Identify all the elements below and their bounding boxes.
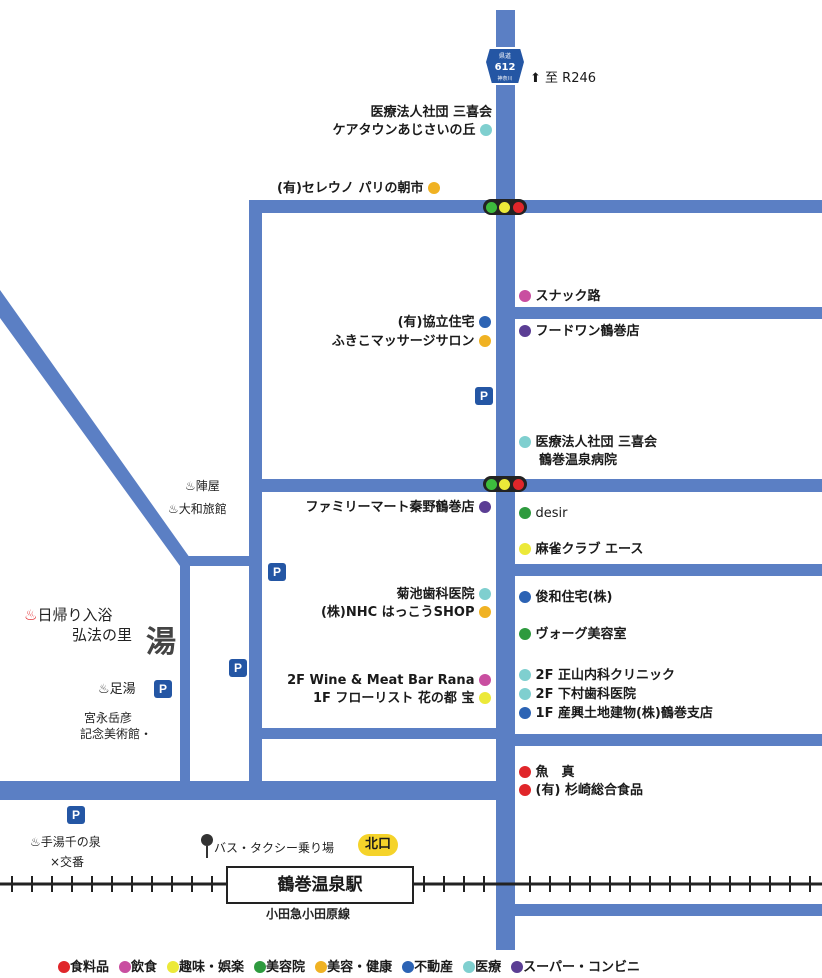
- parking-icon: P: [229, 659, 247, 677]
- parking-icon: P: [475, 387, 493, 405]
- legend-dot-icon: [511, 961, 524, 973]
- legend-item: 美容院: [254, 960, 305, 975]
- legend-dot-icon: [254, 961, 267, 973]
- legend-item: 食料品: [58, 960, 109, 975]
- north-exit-badge: 北口: [358, 834, 398, 856]
- place-sanko: 1F 産興土地建物(株)鶴巻支店: [519, 705, 713, 723]
- bus-stop-icon: [201, 834, 213, 858]
- place-desir: desir: [519, 505, 568, 523]
- realestate-dot-icon: [519, 707, 531, 719]
- hobby-dot-icon: [519, 543, 531, 555]
- legend-dot-icon: [119, 961, 132, 973]
- direction-r246: ⬆ 至 R246: [530, 71, 597, 86]
- legend-label: 医療: [475, 960, 502, 975]
- place-kobo-no-sato: ♨日帰り入浴 弘法の里: [24, 606, 133, 644]
- place-yamato: ♨大和旅館: [168, 502, 227, 516]
- place-nhc: (株)NHC はっこうSHOP: [321, 604, 491, 622]
- place-masayama: 2F 正山内科クリニック: [519, 667, 675, 685]
- place-koban: ×交番: [50, 855, 85, 869]
- realestate-dot-icon: [519, 591, 531, 603]
- food-dot-icon: [519, 784, 531, 796]
- arrow-up-icon: ⬆: [530, 71, 541, 86]
- legend: 食料品 飲食 趣味・娯楽 美容院 美容・健康 不動産 医療 スーパー・コンビニ: [58, 956, 650, 975]
- place-miyanaga: 宮永岳彦 記念美術館・: [80, 711, 153, 741]
- super-dot-icon: [519, 325, 531, 337]
- place-vogue: ヴォーグ美容室: [519, 626, 627, 644]
- bus-taxi-stand: バス・タクシー乗り場: [214, 841, 335, 855]
- beauty-salon-dot-icon: [519, 628, 531, 640]
- beauty-health-dot-icon: [428, 182, 440, 194]
- place-toshikazu: 俊和住宅(株): [519, 589, 612, 607]
- place-familymart: ファミリーマート秦野鶴巻店: [305, 499, 491, 517]
- place-foodwan: フードワン鶴巻店: [519, 323, 640, 341]
- place-tegoshi: ♨手湯千の泉: [30, 835, 101, 849]
- place-care-town: 医療法人社団 三喜会 ケアタウンあじさいの丘: [332, 105, 492, 138]
- rail-line-name: 小田急小田原線: [266, 907, 351, 921]
- parking-icon: P: [154, 680, 172, 698]
- legend-item: 飲食: [119, 960, 157, 975]
- hobby-dot-icon: [479, 692, 491, 704]
- yu-logo-icon: 湯: [146, 625, 176, 660]
- medical-dot-icon: [519, 669, 531, 681]
- medical-dot-icon: [480, 124, 492, 136]
- legend-label: スーパー・コンビニ: [523, 960, 640, 975]
- place-jinya: ♨陣屋: [185, 479, 220, 493]
- place-hospital: 医療法人社団 三喜会 鶴巻温泉病院: [519, 434, 657, 470]
- medical-dot-icon: [479, 588, 491, 600]
- legend-label: 食料品: [70, 960, 110, 975]
- legend-label: 不動産: [414, 960, 454, 975]
- place-ashiyu: ♨足湯: [98, 682, 136, 697]
- realestate-dot-icon: [479, 316, 491, 328]
- place-uo: 魚 真: [519, 764, 575, 782]
- legend-label: 美容院: [266, 960, 306, 975]
- beauty-health-dot-icon: [479, 335, 491, 347]
- parking-icon: P: [67, 806, 85, 824]
- place-fukiko: ふきこマッサージサロン: [332, 333, 491, 351]
- legend-dot-icon: [167, 961, 180, 973]
- place-mahjong: 麻雀クラブ エース: [519, 541, 643, 559]
- rail-ties: [11, 876, 811, 892]
- place-snack: スナック路: [519, 288, 601, 306]
- legend-item: 医療: [463, 960, 501, 975]
- legend-dot-icon: [402, 961, 415, 973]
- legend-item: 趣味・娯楽: [167, 960, 244, 975]
- medical-dot-icon: [519, 436, 531, 448]
- route-bottom-text: 神奈川: [497, 75, 512, 82]
- parking-icon: P: [268, 563, 286, 581]
- legend-item: スーパー・コンビニ: [511, 960, 640, 975]
- traffic-signal-icon: [483, 476, 527, 492]
- route-shield-icon: 県道 612 神奈川: [483, 47, 527, 85]
- legend-item: 美容・健康: [315, 960, 392, 975]
- route-top-text: 県道: [499, 52, 511, 60]
- place-celeuno: (有)セレウノ パリの朝市: [277, 180, 440, 198]
- place-wine: 2F Wine & Meat Bar Rana: [287, 672, 491, 690]
- legend-label: 美容・健康: [327, 960, 393, 975]
- hot-spring-icon: ♨: [24, 606, 38, 624]
- legend-label: 趣味・娯楽: [179, 960, 245, 975]
- medical-dot-icon: [519, 688, 531, 700]
- place-shimomura: 2F 下村歯科医院: [519, 686, 636, 704]
- station-name: 鶴巻温泉駅: [226, 866, 414, 904]
- super-dot-icon: [479, 501, 491, 513]
- legend-item: 不動産: [402, 960, 453, 975]
- legend-dot-icon: [315, 961, 328, 973]
- route-number-text: 612: [495, 62, 516, 73]
- beauty-health-dot-icon: [479, 606, 491, 618]
- place-florist: 1F フローリスト 花の都 宝: [313, 690, 491, 708]
- place-sugisaki: (有) 杉崎総合食品: [519, 782, 643, 800]
- traffic-signal-icon: [483, 199, 527, 215]
- legend-label: 飲食: [131, 960, 158, 975]
- legend-dot-icon: [58, 961, 70, 973]
- dining-dot-icon: [479, 674, 491, 686]
- dining-dot-icon: [519, 290, 531, 302]
- beauty-salon-dot-icon: [519, 507, 531, 519]
- legend-dot-icon: [463, 961, 476, 973]
- food-dot-icon: [519, 766, 531, 778]
- place-kyoritsu: (有)協立住宅: [398, 314, 491, 332]
- place-kikuchi: 菊池歯科医院: [396, 586, 491, 604]
